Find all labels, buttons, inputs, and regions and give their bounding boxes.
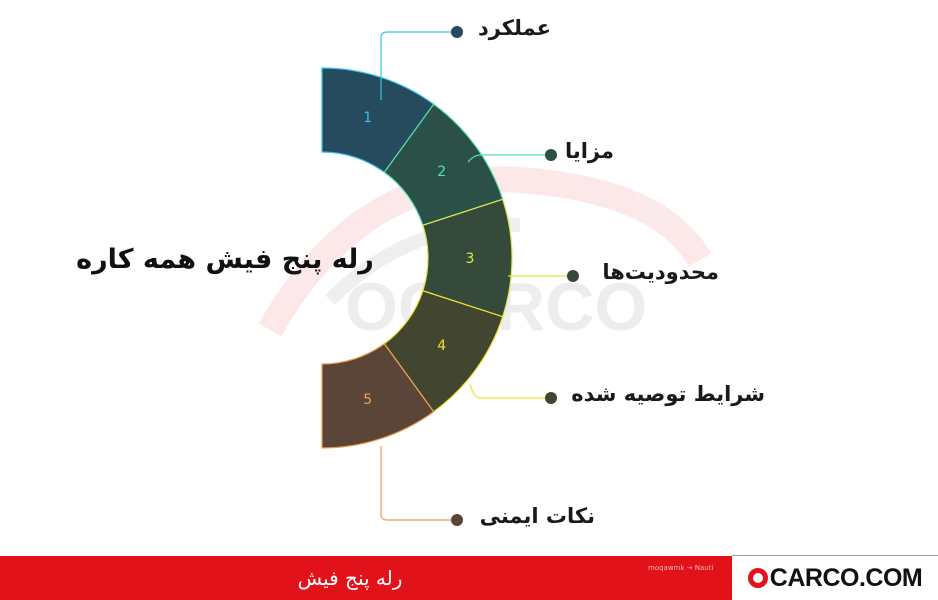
brand-text: CARCO.COM [769, 563, 923, 592]
segment-label-4: شرایط توصیه شده [571, 382, 765, 406]
connector-line-5 [380, 446, 457, 521]
diagram-title: رله پنج فیش همه کاره [76, 244, 374, 275]
ring-segment-5 [321, 342, 435, 449]
brand-o-icon [747, 568, 768, 588]
connector-dot-5 [451, 514, 463, 526]
footer-bar: رله پنج فیش moqawmk → Nauti [0, 556, 732, 600]
brand-logo-area[interactable]: CARCO.COM [732, 556, 938, 600]
segment-number-2: 2 [437, 164, 446, 180]
connector-dot-2 [545, 149, 557, 161]
segment-label-3: محدودیت‌ها [602, 260, 719, 284]
connector-dot-1 [451, 26, 463, 38]
connector-line-1 [380, 31, 457, 100]
connector-line-2 [467, 154, 551, 163]
segment-number-1: 1 [363, 110, 372, 126]
footer-small-tag: moqawmk → Nauti [648, 564, 714, 572]
connector-line-4 [469, 383, 551, 399]
segment-label-2: مزایا [564, 139, 614, 163]
connector-dot-3 [567, 270, 579, 282]
segment-number-5: 5 [363, 392, 372, 408]
segment-label-1: عملکرد [477, 16, 551, 40]
connector-dot-4 [545, 392, 557, 404]
footer-divider [732, 555, 938, 556]
segment-number-3: 3 [466, 251, 475, 267]
segment-label-5: نکات ایمنی [479, 504, 595, 528]
segment-number-4: 4 [437, 338, 446, 354]
footer-text: رله پنج فیش [297, 566, 403, 590]
